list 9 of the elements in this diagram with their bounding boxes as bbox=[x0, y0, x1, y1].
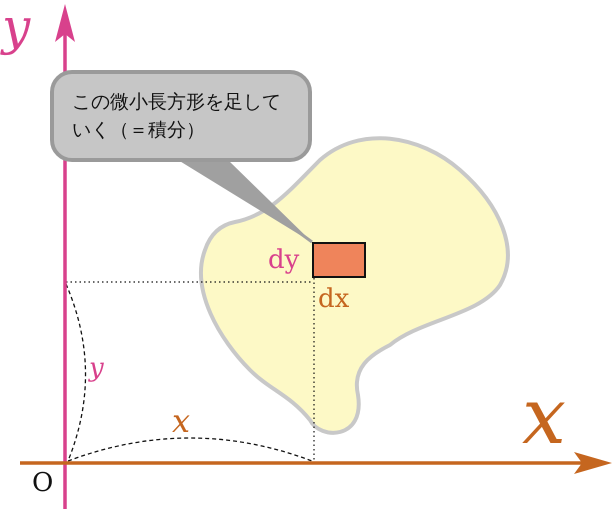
axis-label: O bbox=[32, 470, 54, 496]
axis-label: x bbox=[522, 378, 566, 456]
callout-text: この微小長方形を足していく（＝積分） bbox=[72, 90, 282, 143]
small-rectangle bbox=[312, 242, 366, 278]
dimension-label: dx bbox=[318, 286, 350, 312]
axis-label: x bbox=[172, 405, 190, 437]
axis-label: y bbox=[89, 355, 104, 381]
dimension-label: dy bbox=[268, 247, 300, 273]
speech-bubble bbox=[50, 70, 312, 162]
